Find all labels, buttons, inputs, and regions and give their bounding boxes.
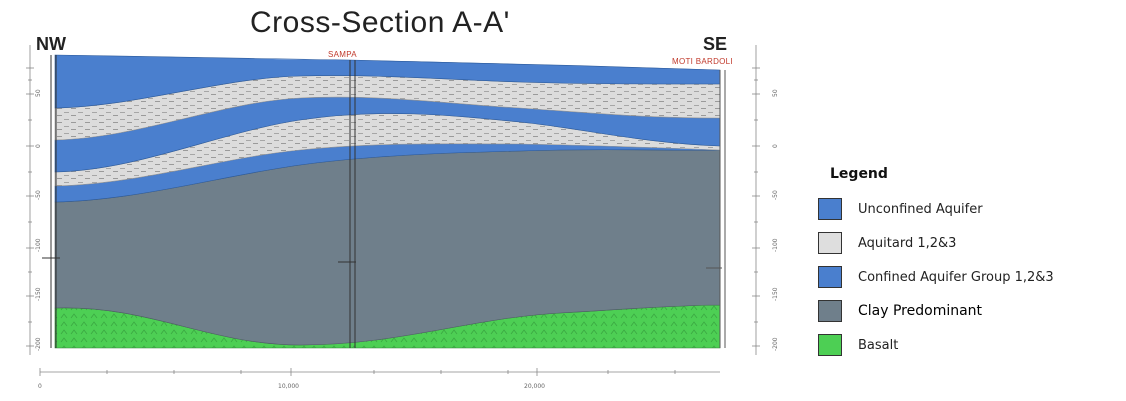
- well-label-moti-bardoli: MOTI BARDOLI: [672, 57, 733, 66]
- depth-tick-right-4: -100: [772, 238, 779, 252]
- legend-item-clay-predominant: Clay Predominant: [818, 294, 1118, 328]
- depth-axis-right: [752, 45, 760, 355]
- depth-tick-left-5: -150: [35, 287, 42, 301]
- depth-tick-left-4: -100: [35, 238, 42, 252]
- legend-label: Confined Aquifer Group 1,2&3: [858, 269, 1054, 285]
- legend-swatch-aquitard: [818, 232, 842, 254]
- depth-tick-right-1: 50: [772, 89, 779, 97]
- distance-axis: [39, 368, 720, 376]
- legend: Legend Unconfined Aquifer Aquitard 1,2&3…: [818, 166, 1118, 362]
- legend-swatch-confined-aquifer: [818, 266, 842, 288]
- legend-item-aquitard: Aquitard 1,2&3: [818, 226, 1118, 260]
- depth-tick-left-6: -200: [35, 337, 42, 351]
- distance-tick-10000: 10,000: [278, 383, 299, 390]
- diagram-title: Cross-Section A-A': [250, 6, 510, 39]
- legend-label: Aquitard 1,2&3: [858, 235, 957, 251]
- legend-swatch-basalt: [818, 334, 842, 356]
- borehole-moti-bardoli: [706, 70, 726, 348]
- legend-item-unconfined-aquifer: Unconfined Aquifer: [818, 192, 1118, 226]
- layer-unconfined-aquifer: [54, 54, 721, 109]
- depth-tick-left-3: -50: [35, 190, 42, 200]
- borehole-left: [42, 55, 60, 348]
- legend-label: Clay Predominant: [858, 303, 983, 319]
- depth-tick-right-5: -150: [772, 287, 779, 301]
- direction-label-se: SE: [703, 34, 728, 54]
- legend-item-confined-aquifer: Confined Aquifer Group 1,2&3: [818, 260, 1118, 294]
- depth-tick-left-2: 0: [35, 144, 42, 148]
- legend-label: Basalt: [858, 337, 899, 353]
- legend-title: Legend: [830, 166, 888, 182]
- distance-tick-20000: 20,000: [524, 383, 545, 390]
- distance-tick-0: 0: [38, 383, 42, 390]
- legend-swatch-unconfined-aquifer: [818, 198, 842, 220]
- legend-label: Unconfined Aquifer: [858, 201, 983, 217]
- well-label-sampa: SAMPA: [328, 50, 357, 59]
- legend-item-basalt: Basalt: [818, 328, 1118, 362]
- legend-swatch-clay-predominant: [818, 300, 842, 322]
- borehole-sampa: [338, 60, 356, 348]
- depth-tick-right-6: -200: [772, 337, 779, 351]
- depth-tick-right-2: 0: [772, 144, 779, 148]
- depth-tick-left-1: 50: [35, 89, 42, 97]
- depth-tick-right-3: -50: [772, 190, 779, 200]
- direction-label-nw: NW: [36, 34, 66, 54]
- depth-axis-left: [26, 45, 34, 355]
